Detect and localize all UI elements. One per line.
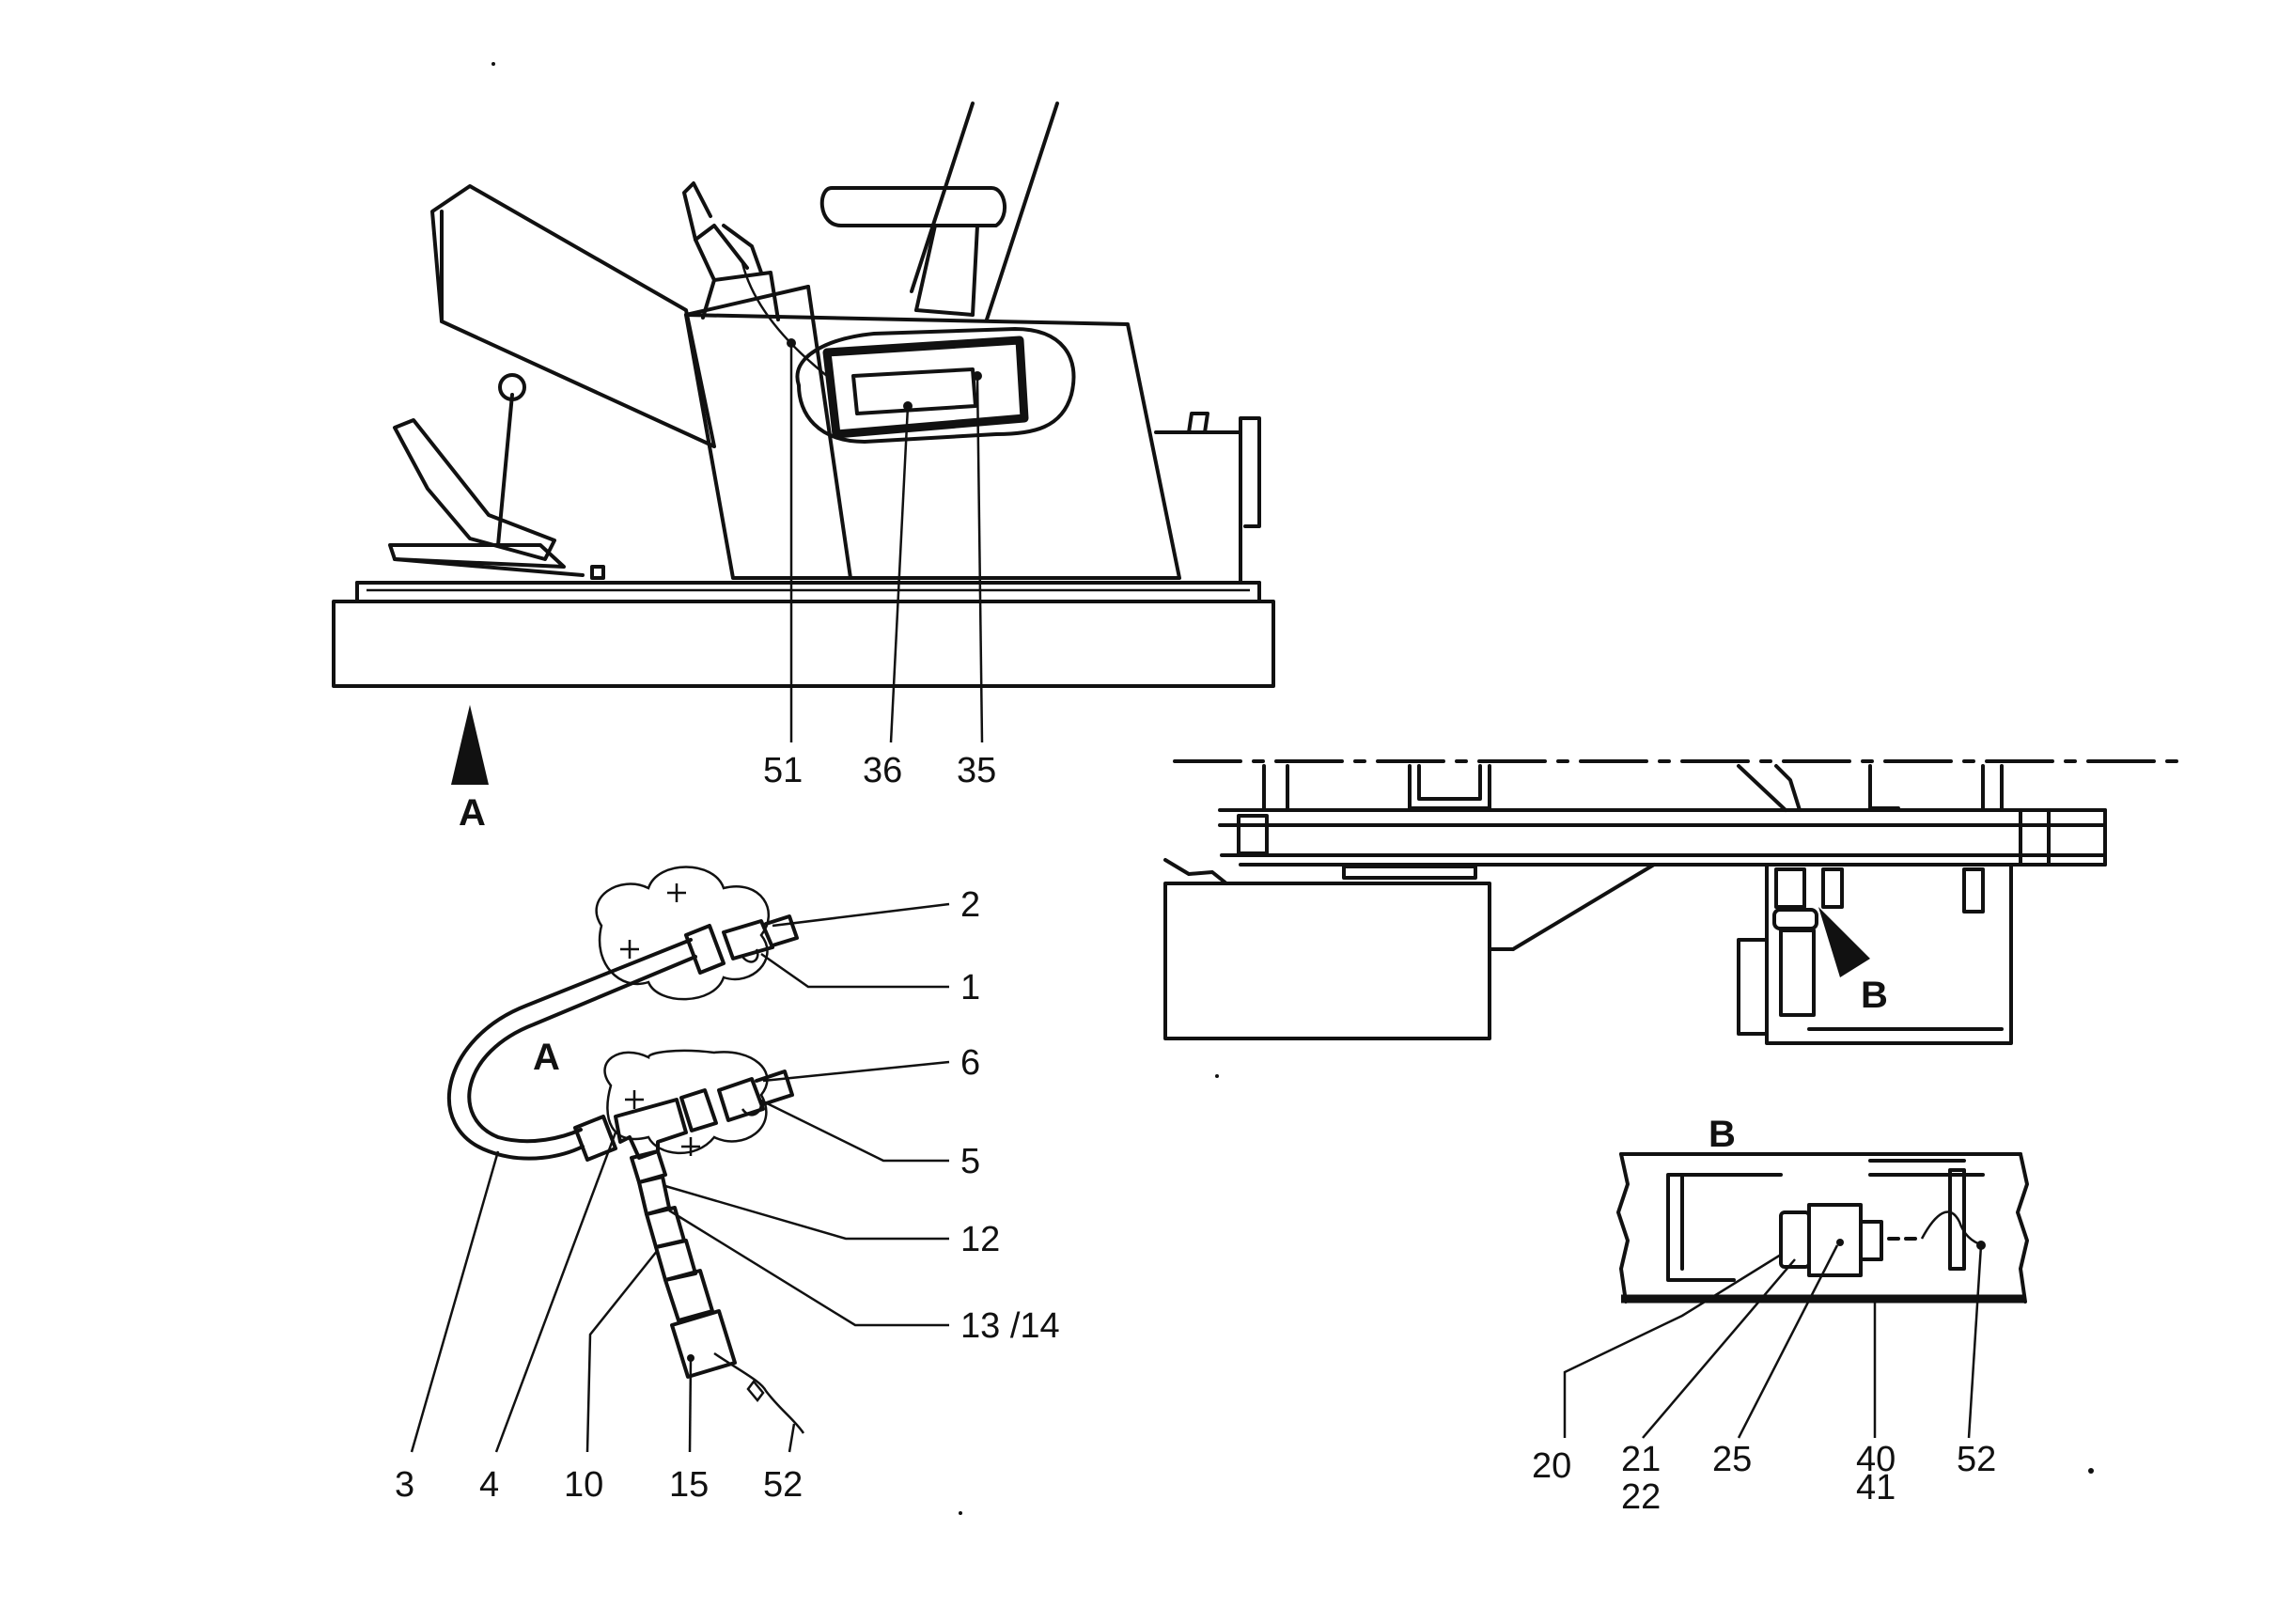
mount-cloud-lower <box>603 1049 769 1155</box>
rear-box <box>1154 430 1242 585</box>
view-label-b-arrow: B <box>1861 975 1888 1016</box>
leader-15 <box>688 1357 693 1453</box>
callout-40: 40 <box>1856 1440 1896 1479</box>
leader-2 <box>772 902 950 928</box>
detail-a-hose-assembly <box>410 866 950 1453</box>
leader-36 <box>889 405 910 743</box>
leader-12 <box>664 1184 949 1241</box>
leader-10 <box>585 1249 659 1453</box>
display-window <box>851 367 977 415</box>
callout-3: 3 <box>395 1465 414 1505</box>
view-arrow-a <box>451 705 489 785</box>
callout-20: 20 <box>1532 1446 1571 1486</box>
pressure-switch <box>670 1309 737 1379</box>
seat-back-front <box>910 102 975 293</box>
leader-35 <box>975 375 984 743</box>
left-block <box>1163 882 1491 1040</box>
callout-41: 41 <box>1856 1468 1896 1507</box>
leader-3 <box>410 1150 500 1453</box>
callout-52-b: 52 <box>1957 1440 1996 1479</box>
base-frame <box>332 600 1275 688</box>
leader-52-a <box>788 1423 796 1453</box>
frame-section-view <box>1163 759 2192 1045</box>
view-arrow-b <box>1818 907 1870 977</box>
callout-25: 25 <box>1712 1440 1752 1479</box>
detail-label-a: A <box>533 1037 560 1078</box>
callout-2: 2 <box>960 885 980 925</box>
control-console <box>684 313 1181 580</box>
leader-25 <box>1737 1244 1839 1439</box>
leader-52-b <box>1967 1244 1983 1439</box>
detail-b-break-right <box>2016 1152 2029 1304</box>
leader-21 <box>1642 1258 1796 1439</box>
lever <box>496 393 514 547</box>
callout-21: 21 <box>1621 1440 1661 1479</box>
display-panel <box>822 336 1029 439</box>
callout-5: 5 <box>960 1142 980 1181</box>
front-panel <box>430 184 716 448</box>
leader-5 <box>758 1098 949 1163</box>
cab-side-view <box>332 102 1275 785</box>
leader-6 <box>762 1060 950 1083</box>
callout-1: 1 <box>960 968 980 1007</box>
callout-13-14: 13 /14 <box>960 1306 1060 1346</box>
leader-4 <box>494 1132 617 1453</box>
callout-35: 35 <box>957 751 996 790</box>
seat-back-rear <box>985 102 1059 321</box>
callout-15: 15 <box>669 1465 709 1505</box>
callout-52-a: 52 <box>763 1465 803 1505</box>
callout-10: 10 <box>564 1465 603 1505</box>
armrest <box>819 186 1006 227</box>
pedal <box>393 418 556 561</box>
hose-outer <box>446 938 693 1161</box>
leader-20 <box>1563 1253 1782 1438</box>
callout-22: 22 <box>1621 1477 1661 1517</box>
detail-b-break-left <box>1616 1152 1630 1304</box>
mount-cloud-upper <box>595 866 771 1001</box>
callout-6: 6 <box>960 1043 980 1083</box>
joystick-boot <box>701 271 780 321</box>
detail-b-switch-mount <box>1563 1152 2029 1439</box>
leader-1 <box>760 952 949 989</box>
detail-b-switch <box>1807 1203 1863 1277</box>
detail-label-b: B <box>1708 1114 1736 1155</box>
tee-fitting <box>614 1098 688 1160</box>
hose-inner <box>467 955 697 1144</box>
callout-12: 12 <box>960 1220 1000 1259</box>
callout-4: 4 <box>479 1465 499 1505</box>
view-label-a: A <box>459 792 486 834</box>
callout-51: 51 <box>763 751 803 790</box>
leader-13-14 <box>668 1209 949 1327</box>
callout-36: 36 <box>863 751 902 790</box>
